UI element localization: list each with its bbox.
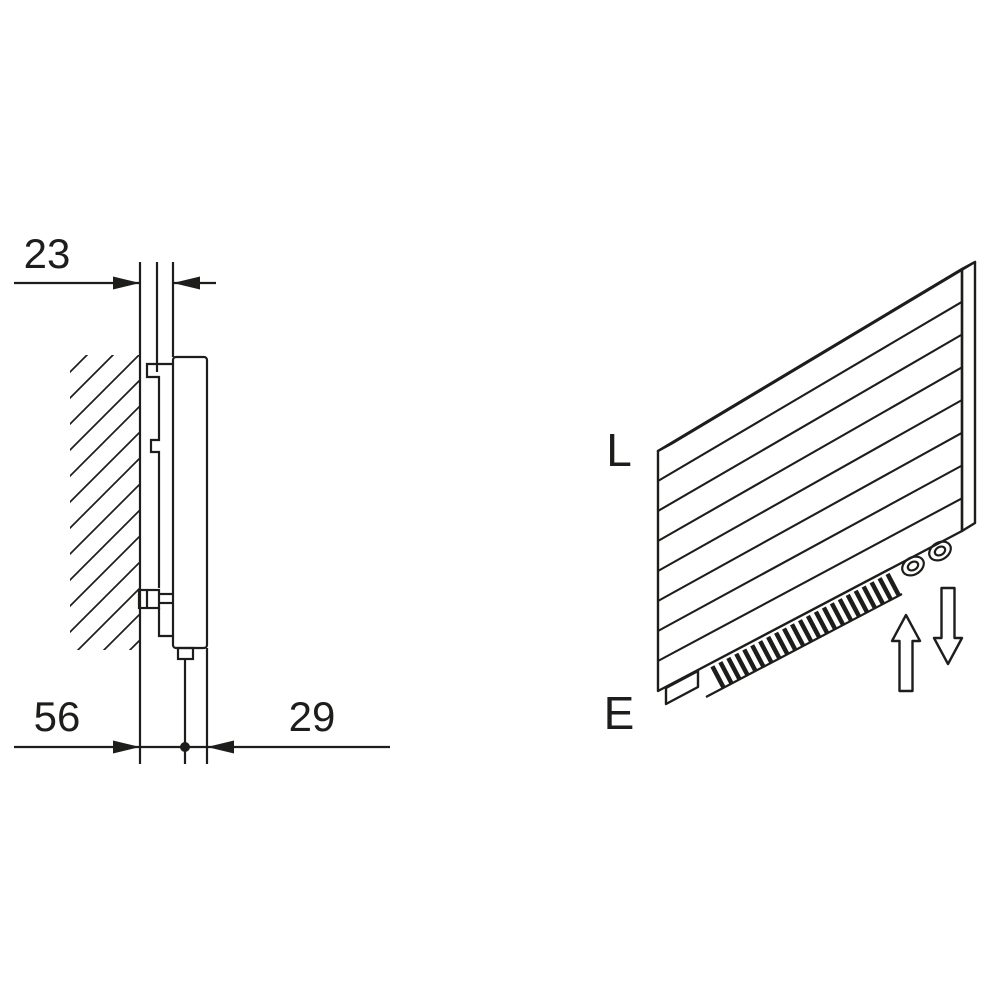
wall-bracket [137, 362, 173, 638]
dimension-top [14, 276, 216, 290]
bottom-grille [710, 571, 904, 689]
port-outer [901, 555, 925, 577]
port-inner [933, 545, 947, 557]
port-inner [906, 560, 920, 572]
dim-bottom-right-value: 29 [289, 693, 336, 740]
label-height: E [604, 687, 635, 739]
arrowhead-left [173, 276, 200, 290]
dimension-point [180, 742, 190, 752]
radiator-front-face [656, 267, 964, 693]
connection-ports [901, 540, 952, 577]
radiator-foot-side [176, 646, 195, 661]
flow-up-arrow-icon [890, 613, 922, 693]
arrowhead-right [113, 740, 140, 754]
dimension-bottom [14, 740, 390, 754]
bracket-bolt-head [137, 588, 161, 610]
radiator-slats [657, 300, 963, 662]
label-length: L [606, 424, 632, 476]
arrowhead-right [113, 276, 140, 290]
radiator-right-face [960, 260, 977, 533]
radiator-foot-3d [664, 669, 700, 706]
arrowhead-left [207, 740, 234, 754]
dim-top-value: 23 [24, 230, 71, 277]
bottom-rail [705, 593, 903, 698]
port-outer [928, 540, 952, 562]
wall-hatch [70, 355, 140, 650]
side-view [70, 262, 209, 764]
dim-bottom-left-value: 56 [34, 693, 81, 740]
radiator-panel-side [171, 355, 209, 650]
perspective-view [656, 260, 977, 706]
flow-down-arrow-icon [932, 586, 964, 666]
